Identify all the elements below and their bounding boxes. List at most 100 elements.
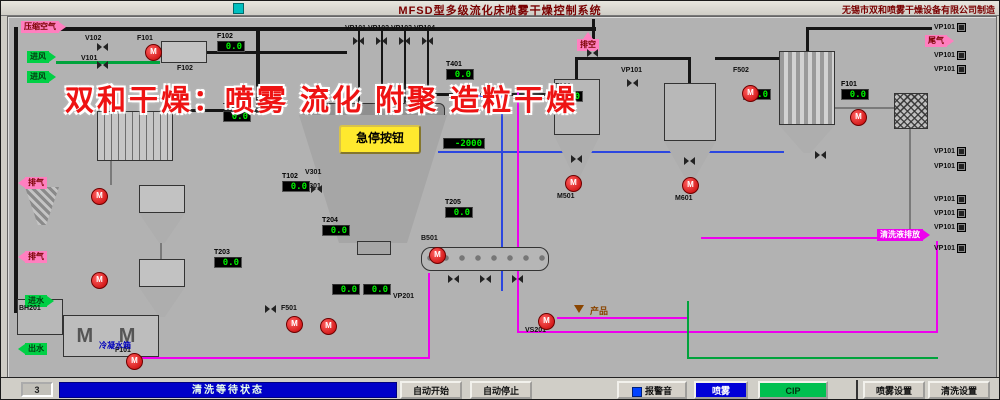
- valve-icon[interactable]: [353, 37, 364, 46]
- page-title: MFSD型多级流化床喷雾干燥控制系统: [398, 5, 602, 17]
- numeric-display: 0.0: [332, 284, 360, 295]
- pipe: [806, 27, 809, 51]
- cyclone-left-2-body: [139, 259, 185, 287]
- pump-motor-icon[interactable]: M: [126, 353, 143, 370]
- valve-tag-label: VP101: [934, 244, 956, 252]
- app-icon: [233, 3, 244, 14]
- valve-icon[interactable]: [97, 43, 108, 52]
- valve-icon[interactable]: [957, 147, 967, 156]
- pump-motor-icon[interactable]: M: [565, 175, 582, 192]
- display-tag-label: T102: [282, 173, 298, 180]
- pump-motor-icon[interactable]: M: [682, 177, 699, 194]
- valve-icon[interactable]: [448, 275, 459, 284]
- valve-icon[interactable]: [957, 51, 967, 60]
- control-button[interactable]: 喷雾设置: [863, 381, 925, 399]
- display-tag-label: T401: [446, 61, 462, 68]
- valve-icon[interactable]: [422, 37, 433, 46]
- control-button[interactable]: 清洗设置: [928, 381, 990, 399]
- valve-icon[interactable]: [957, 209, 967, 218]
- watermark-text: 双和干燥：喷雾 流化 附聚 造粒干燥: [65, 85, 579, 117]
- valve-icon[interactable]: [957, 244, 967, 253]
- valve-icon[interactable]: [399, 37, 410, 46]
- control-button[interactable]: 报警音: [617, 381, 687, 399]
- instrument-tag: VP101: [621, 67, 643, 74]
- valve-icon[interactable]: [571, 155, 582, 164]
- cyclone-center-2-body: [664, 83, 716, 141]
- flow-label: 清洗液排放: [877, 229, 930, 241]
- fluid-bed: [421, 247, 549, 271]
- pump-motor-icon[interactable]: M: [91, 272, 108, 289]
- numeric-display: F102 0.0: [217, 33, 245, 52]
- valve-icon[interactable]: [957, 223, 967, 232]
- cyclone-left-1-cone: [139, 213, 185, 243]
- emergency-stop-button[interactable]: 急停按钮: [339, 125, 421, 154]
- valve-tag-label: VP101: [934, 162, 956, 170]
- dryer-neck: [357, 241, 391, 255]
- button-label: 报警音: [644, 386, 672, 396]
- control-button[interactable]: 喷雾: [694, 381, 748, 399]
- pipe: [381, 31, 383, 103]
- pipe: [358, 31, 360, 103]
- valve-icon[interactable]: [587, 49, 598, 58]
- instrument-tag: F102: [177, 65, 193, 72]
- button-label: CIP: [785, 386, 801, 396]
- status-bar: 清洗等待状态: [59, 382, 397, 398]
- valve-icon[interactable]: [684, 157, 695, 166]
- pipe: [517, 87, 519, 333]
- pipe: [688, 57, 691, 83]
- valve-icon[interactable]: [957, 65, 967, 74]
- valve-icon[interactable]: [480, 275, 491, 284]
- instrument-tag: F501: [281, 305, 297, 312]
- instrument-tag: B501: [421, 235, 438, 242]
- pipe: [557, 317, 687, 319]
- pipe: [575, 57, 578, 79]
- pump-motor-icon[interactable]: M: [320, 318, 337, 335]
- numeric-display: T201 0.0: [223, 103, 251, 122]
- pipe: [160, 243, 162, 261]
- button-label: 自动停止: [482, 386, 519, 396]
- valve-tag-label: VP101: [934, 23, 956, 31]
- pipe: [427, 31, 429, 103]
- display-value: 0.0: [841, 89, 869, 100]
- title-bar: MFSD型多级流化床喷雾干燥控制系统 无锡市双和喷雾干燥设备有限公司制造: [1, 1, 999, 17]
- valve-icon[interactable]: [957, 195, 967, 204]
- valve-icon[interactable]: [957, 162, 967, 171]
- valve-icon[interactable]: [815, 151, 826, 160]
- numeric-display: F101 0.0: [841, 81, 869, 100]
- valve-icon[interactable]: [311, 185, 322, 194]
- pump-motor-icon[interactable]: M: [145, 44, 162, 61]
- control-button[interactable]: 自动停止: [470, 381, 532, 399]
- display-value: 0.0: [555, 91, 583, 102]
- valve-icon[interactable]: [957, 23, 967, 32]
- pipe: [428, 273, 430, 359]
- valve-icon[interactable]: [376, 37, 387, 46]
- display-value: 0.0: [332, 284, 360, 295]
- pump-motor-icon[interactable]: M: [850, 109, 867, 126]
- instrument-tag: F502: [733, 67, 749, 74]
- flow-label: 进水: [25, 295, 54, 307]
- company-label: 无锡市双和喷雾干燥设备有限公司制造: [841, 5, 995, 15]
- pump-motor-icon[interactable]: M: [429, 247, 446, 264]
- numeric-display: T101 0.0: [555, 83, 583, 102]
- valve-icon[interactable]: [627, 79, 638, 88]
- control-button[interactable]: CIP: [758, 381, 828, 399]
- valve-tag-label: VP101: [934, 147, 956, 155]
- control-button[interactable]: 自动开始: [400, 381, 462, 399]
- bottom-control-bar: 3 清洗等待状态 自动开始 自动停止 报警音 喷雾: [1, 377, 999, 399]
- valve-icon[interactable]: [265, 305, 276, 314]
- display-tag-label: F101: [841, 81, 857, 88]
- pump-motor-icon[interactable]: M: [538, 313, 555, 330]
- valve-icon[interactable]: [512, 275, 523, 284]
- valve-icon[interactable]: [97, 61, 108, 70]
- display-tag-label: F102: [217, 33, 233, 40]
- pipe: [207, 51, 347, 54]
- pump-motor-icon[interactable]: M: [286, 316, 303, 333]
- pipe: [592, 19, 595, 45]
- numeric-display: T401 0.0: [446, 61, 474, 80]
- divider: [856, 380, 858, 399]
- pump-motor-icon[interactable]: M: [742, 85, 759, 102]
- button-label: 喷雾: [711, 386, 730, 396]
- instrument-tag: VP103: [391, 25, 413, 32]
- instrument-tag: V301: [305, 169, 322, 176]
- pump-motor-icon[interactable]: M: [91, 188, 108, 205]
